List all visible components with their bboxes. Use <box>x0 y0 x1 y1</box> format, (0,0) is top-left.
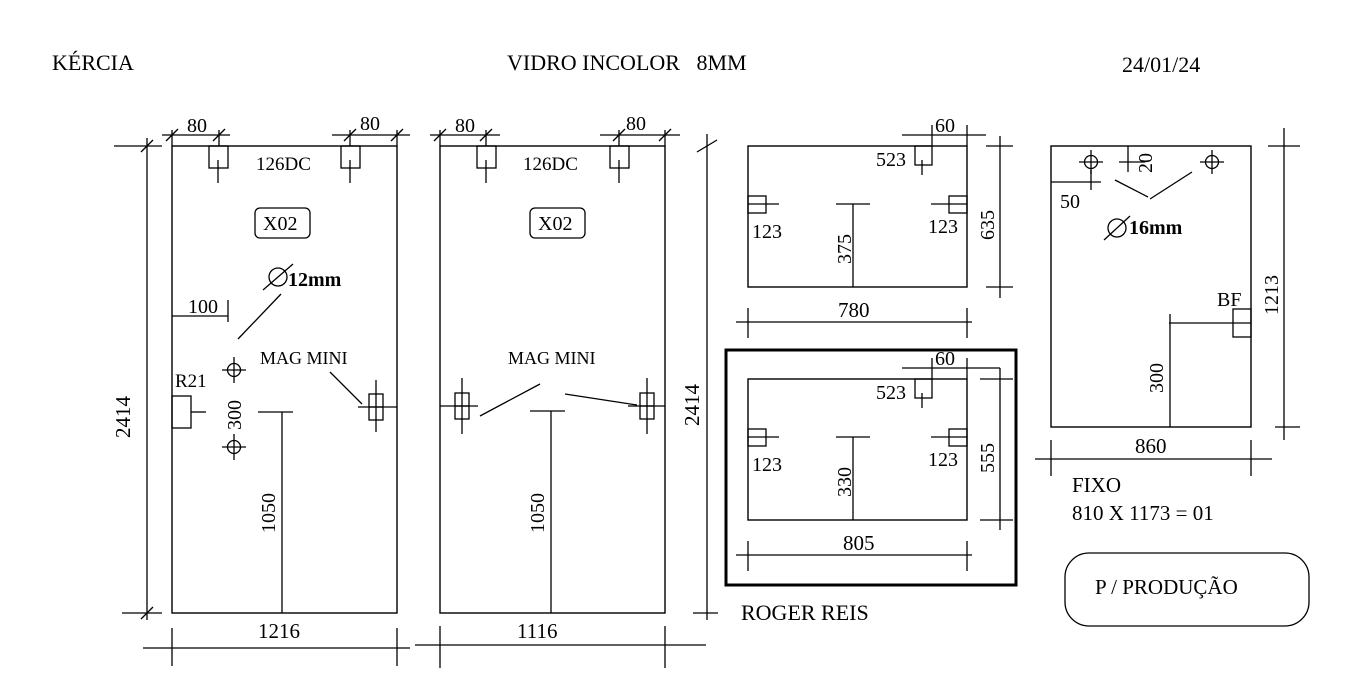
door-right-height-dim <box>693 134 718 620</box>
door-right-width-dim <box>415 626 706 668</box>
panel-bottom-center <box>836 436 870 520</box>
door-right-hinge-notches <box>476 145 630 183</box>
panel-bottom-offset-dim <box>902 358 1000 379</box>
panel-top-height-dim <box>986 136 1013 298</box>
door-left-offset-left: 80 <box>187 115 207 137</box>
door-right-offset-left: 80 <box>455 115 475 137</box>
door-left-handle-center <box>258 411 293 613</box>
door-left-top-dims <box>162 128 410 146</box>
panel-bottom-outline <box>747 378 968 521</box>
fixed-panel-holes <box>1051 146 1224 241</box>
door-right-code-box <box>529 207 586 239</box>
door-left-magnet-label: MAG MINI <box>260 348 348 368</box>
door-right-handle-height: 1050 <box>527 493 549 533</box>
door-left-magnet <box>329 371 397 432</box>
order-date: 24/01/24 <box>1122 52 1200 77</box>
panel-bottom-center-height: 330 <box>834 467 856 497</box>
door-left-hole-note <box>172 263 294 340</box>
panel-top-width-dim <box>736 308 972 338</box>
fixed-panel-width: 860 <box>1135 434 1167 458</box>
door-right-magnet-label: MAG MINI <box>508 348 596 368</box>
panel-bottom-hardware-right: 123 <box>928 449 958 471</box>
door-left-edge-offset: 100 <box>188 296 218 318</box>
panel-bottom-frame <box>724 348 1018 587</box>
client-name: KÉRCIA <box>52 50 134 75</box>
fixed-panel-hole-diameter: 16mm <box>1129 217 1183 239</box>
panel-top-center-height: 375 <box>834 234 856 264</box>
door-left-lock-label: R21 <box>175 371 207 392</box>
door-left-hole-spacing: 300 <box>224 400 246 430</box>
fixed-panel-height-dim <box>1268 128 1300 440</box>
door-left-code: X02 <box>263 213 297 235</box>
fixed-panel-width-dim <box>1035 440 1272 476</box>
fixed-panel-size-note: 810 X 1173 = 01 <box>1072 501 1214 525</box>
panel-top-offset: 60 <box>935 115 955 137</box>
door-left-hinge-notches <box>208 145 361 183</box>
panel-bottom-width: 805 <box>843 531 875 555</box>
door-left-lock <box>171 395 206 429</box>
door-right-top-dims <box>430 128 680 146</box>
panel-top-hardware-right: 123 <box>928 216 958 238</box>
panel-top-center <box>836 203 870 287</box>
panel-top-hardware-top: 523 <box>876 149 906 171</box>
panel-bottom-hardware-top: 523 <box>876 382 906 404</box>
door-right-width: 1116 <box>517 619 557 643</box>
material-title: VIDRO INCOLOR 8MM <box>507 50 747 75</box>
fixed-panel-type: FIXO <box>1072 473 1121 497</box>
panel-top-offset-dim <box>902 125 986 146</box>
door-left-hardware-top: 126DC <box>256 154 311 175</box>
panel-top-hardware-left: 123 <box>752 221 782 243</box>
fixed-panel-outline <box>1050 145 1252 428</box>
door-left: 80 80 126DC X02 12mm 100 <box>111 113 410 666</box>
customer-name: ROGER REIS <box>741 600 869 625</box>
door-left-outline <box>171 145 398 614</box>
panel-bottom-hardware <box>747 378 968 447</box>
door-left-height: 2414 <box>111 396 135 439</box>
door-left-code-box <box>254 207 311 239</box>
panel-bottom-offset: 60 <box>935 348 955 370</box>
door-right-code: X02 <box>538 213 572 235</box>
panel-bottom: 60 523 123 123 330 555 805 <box>724 348 1018 587</box>
production-stamp: P / PRODUÇÃO <box>1095 575 1238 599</box>
fixed-panel-fitting-height: 300 <box>1146 363 1168 393</box>
door-left-handle-height: 1050 <box>258 493 280 533</box>
panel-bottom-hardware-left: 123 <box>752 454 782 476</box>
door-left-handle-holes <box>222 357 246 460</box>
door-right-hardware-top: 126DC <box>523 154 578 175</box>
door-left-width: 1216 <box>258 619 300 643</box>
fixed-panel-hole-side-offset: 50 <box>1060 191 1080 213</box>
panel-top-height: 635 <box>977 210 999 240</box>
door-right-outline <box>439 145 666 614</box>
door-right: 80 80 126DC X02 MAG MINI 105 <box>415 113 718 668</box>
door-right-height: 2414 <box>680 384 704 427</box>
door-left-width-dim <box>143 628 410 666</box>
door-right-handle-center <box>530 410 565 613</box>
door-left-hole-diameter: 12mm <box>288 269 342 291</box>
door-left-offset-right: 80 <box>360 113 380 135</box>
fixed-panel: 20 50 16mm BF 300 1213 860 FIXO 810 X 11… <box>1035 128 1300 525</box>
production-stamp-box <box>1064 552 1310 627</box>
panel-top-outline <box>747 145 968 288</box>
panel-bottom-height-dim <box>980 368 1013 530</box>
fixed-panel-fitting <box>1169 308 1252 427</box>
door-right-magnets <box>440 378 665 434</box>
door-left-height-dim <box>114 138 162 620</box>
fixed-panel-hole-top-offset: 20 <box>1135 153 1157 173</box>
fixed-panel-height: 1213 <box>1261 275 1283 315</box>
fixed-panel-fitting-label: BF <box>1217 289 1241 311</box>
panel-bottom-height: 555 <box>977 443 999 473</box>
panel-top: 60 523 123 123 375 635 780 <box>736 115 1013 338</box>
door-right-offset-right: 80 <box>626 113 646 135</box>
panel-bottom-width-dim <box>736 541 972 571</box>
panel-top-hardware <box>747 145 968 214</box>
panel-top-width: 780 <box>838 298 870 322</box>
